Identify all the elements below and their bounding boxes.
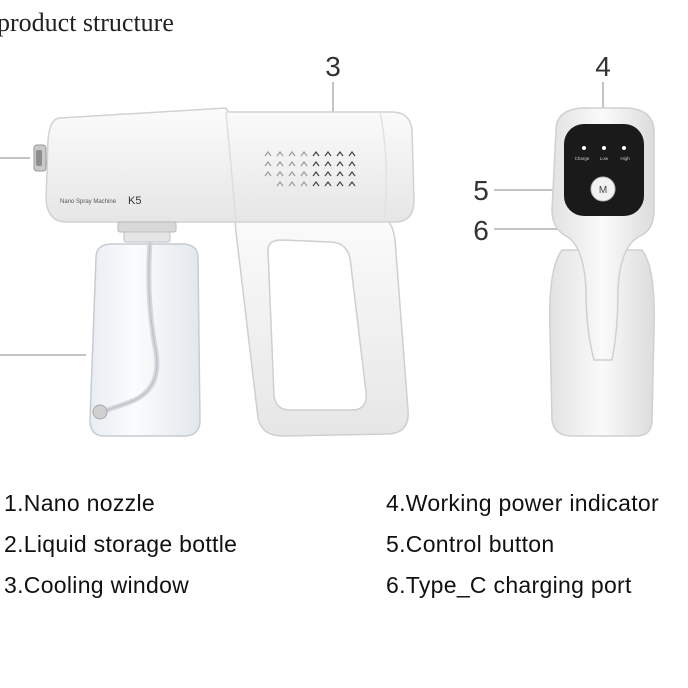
diagram-title: product structure — [0, 8, 174, 37]
vent-mark — [336, 181, 344, 187]
indicator-label: Charge — [575, 156, 590, 161]
vent-mark — [348, 151, 356, 157]
model-label: K5 — [128, 195, 141, 207]
vent-mark — [348, 171, 356, 177]
cooling-window-vents — [264, 151, 356, 187]
vent-mark — [288, 151, 296, 157]
vent-mark — [336, 161, 344, 167]
vent-mark — [324, 181, 332, 187]
legend-item-indicator: 4.Working power indicator — [386, 490, 659, 516]
vent-mark — [264, 151, 272, 157]
indicator-light — [582, 146, 586, 150]
vent-mark — [276, 171, 284, 177]
gun-body — [45, 107, 415, 223]
gun-handle — [234, 213, 409, 437]
nano-nozzle — [33, 144, 47, 172]
indicator-light — [622, 146, 626, 150]
indicator-label: Low — [600, 156, 609, 161]
legend-item-cooling: 3.Cooling window — [4, 572, 190, 598]
vent-mark — [312, 181, 320, 187]
printed-text: Nano Spray Machine — [60, 199, 117, 205]
vent-mark — [312, 171, 320, 177]
callout-number: 6 — [473, 215, 489, 246]
vent-mark — [312, 151, 320, 157]
legend-item-port: 6.Type_C charging port — [386, 572, 632, 598]
vent-mark — [300, 161, 308, 167]
legend-item-nozzle: 1.Nano nozzle — [4, 490, 155, 516]
indicator-light — [602, 146, 606, 150]
legend-item-button: 5.Control button — [386, 531, 555, 557]
vent-mark — [324, 171, 332, 177]
vent-mark — [288, 181, 296, 187]
liquid-storage-bottle — [89, 241, 201, 437]
vent-mark — [300, 151, 308, 157]
vent-mark — [300, 181, 308, 187]
vent-mark — [336, 171, 344, 177]
vent-mark — [264, 171, 272, 177]
callout-number: 4 — [595, 51, 611, 82]
legend-item-bottle: 2.Liquid storage bottle — [4, 531, 238, 557]
control-button-label: M — [599, 185, 607, 196]
vent-mark — [276, 161, 284, 167]
callout-number: 3 — [325, 51, 341, 82]
vent-mark — [336, 151, 344, 157]
vent-mark — [348, 161, 356, 167]
vent-mark — [264, 161, 272, 167]
callout-number: 5 — [473, 175, 489, 206]
vent-mark — [348, 181, 356, 187]
working-power-indicator-panel — [564, 124, 644, 216]
vent-mark — [288, 171, 296, 177]
power-indicators: Charge Low High — [575, 146, 630, 161]
vent-mark — [300, 171, 308, 177]
control-button: M — [590, 176, 616, 202]
vent-mark — [276, 151, 284, 157]
indicator-label: High — [620, 156, 630, 161]
vent-mark — [288, 161, 296, 167]
bottle-cap — [117, 221, 177, 243]
vent-mark — [324, 151, 332, 157]
vent-mark — [312, 161, 320, 167]
vent-mark — [276, 181, 284, 187]
vent-mark — [324, 161, 332, 167]
